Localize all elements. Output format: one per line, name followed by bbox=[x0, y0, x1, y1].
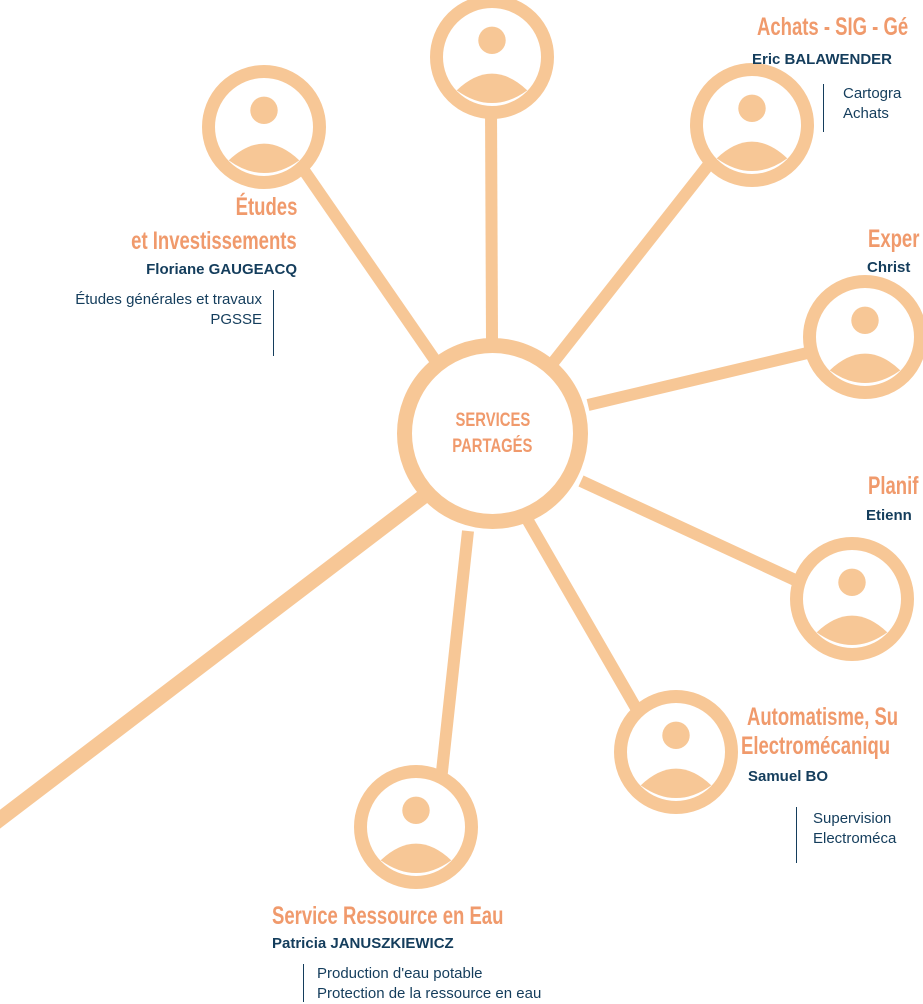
task-item: Supervision bbox=[813, 810, 892, 827]
link-planif bbox=[578, 475, 811, 592]
person-icon bbox=[456, 26, 528, 104]
etudes-manager: Floriane GAUGEACQ bbox=[146, 261, 297, 278]
planif-title: Planif bbox=[868, 472, 919, 500]
link-offscreen bbox=[0, 487, 433, 829]
automatisme-title-1: Automatisme, Su bbox=[747, 703, 899, 731]
link-expertise bbox=[586, 344, 822, 411]
avatar-expertise bbox=[803, 275, 923, 399]
etudes-title-2: et Investissements bbox=[131, 227, 297, 255]
link-etudes bbox=[287, 149, 462, 396]
achats-tasks: Cartogra Achats bbox=[823, 84, 901, 132]
expertise-title: Exper bbox=[868, 225, 920, 253]
link-top bbox=[485, 106, 498, 341]
ressource-manager: Patricia JANUSZKIEWICZ bbox=[272, 935, 454, 952]
automatisme-manager: Samuel BO bbox=[748, 768, 829, 785]
expertise-manager: Christ bbox=[867, 259, 911, 276]
task-divider bbox=[823, 84, 824, 132]
link-automatisme bbox=[521, 516, 646, 718]
task-divider bbox=[273, 290, 274, 356]
task-item: Études générales et travaux bbox=[75, 291, 262, 308]
task-divider bbox=[303, 964, 304, 1002]
ressource-tasks: Production d'eau potable Protection de l… bbox=[303, 964, 541, 1002]
person-icon bbox=[228, 96, 300, 174]
etudes-tasks: Études générales et travaux PGSSE bbox=[75, 290, 274, 356]
avatar-etudes bbox=[202, 65, 326, 189]
task-item: Achats bbox=[843, 105, 889, 122]
person-icon bbox=[716, 94, 788, 172]
automatisme-tasks: Supervision Electroméca bbox=[796, 807, 896, 863]
person-icon bbox=[829, 306, 901, 384]
person-icon bbox=[380, 796, 452, 874]
task-item: PGSSE bbox=[210, 311, 262, 328]
task-item: Cartogra bbox=[843, 85, 902, 102]
achats-title: Achats - SIG - Gé bbox=[757, 13, 909, 41]
avatar-ressource bbox=[354, 765, 478, 889]
link-achats bbox=[536, 159, 715, 382]
task-item: Electroméca bbox=[813, 830, 897, 847]
hub-services-partages: SERVICES PARTAGÉS bbox=[397, 338, 588, 529]
hub-line-1: SERVICES bbox=[455, 409, 530, 431]
etudes-title-1: Études bbox=[235, 193, 297, 221]
automatisme-title-2: Electromécaniqu bbox=[741, 732, 891, 760]
avatar-top bbox=[430, 0, 554, 119]
task-item: Protection de la ressource en eau bbox=[317, 985, 542, 1002]
person-icon bbox=[816, 568, 888, 646]
task-item: Production d'eau potable bbox=[317, 965, 483, 982]
planif-manager: Etienn bbox=[866, 507, 912, 524]
task-divider bbox=[796, 807, 797, 863]
link-ressource bbox=[434, 530, 474, 791]
hub-line-2: PARTAGÉS bbox=[452, 435, 533, 457]
avatar-automatisme bbox=[614, 690, 738, 814]
avatar-planif bbox=[790, 537, 914, 661]
ressource-title: Service Ressource en Eau bbox=[272, 902, 504, 930]
achats-manager: Eric BALAWENDER bbox=[752, 51, 893, 68]
person-icon bbox=[640, 721, 712, 799]
avatar-achats bbox=[690, 63, 814, 187]
